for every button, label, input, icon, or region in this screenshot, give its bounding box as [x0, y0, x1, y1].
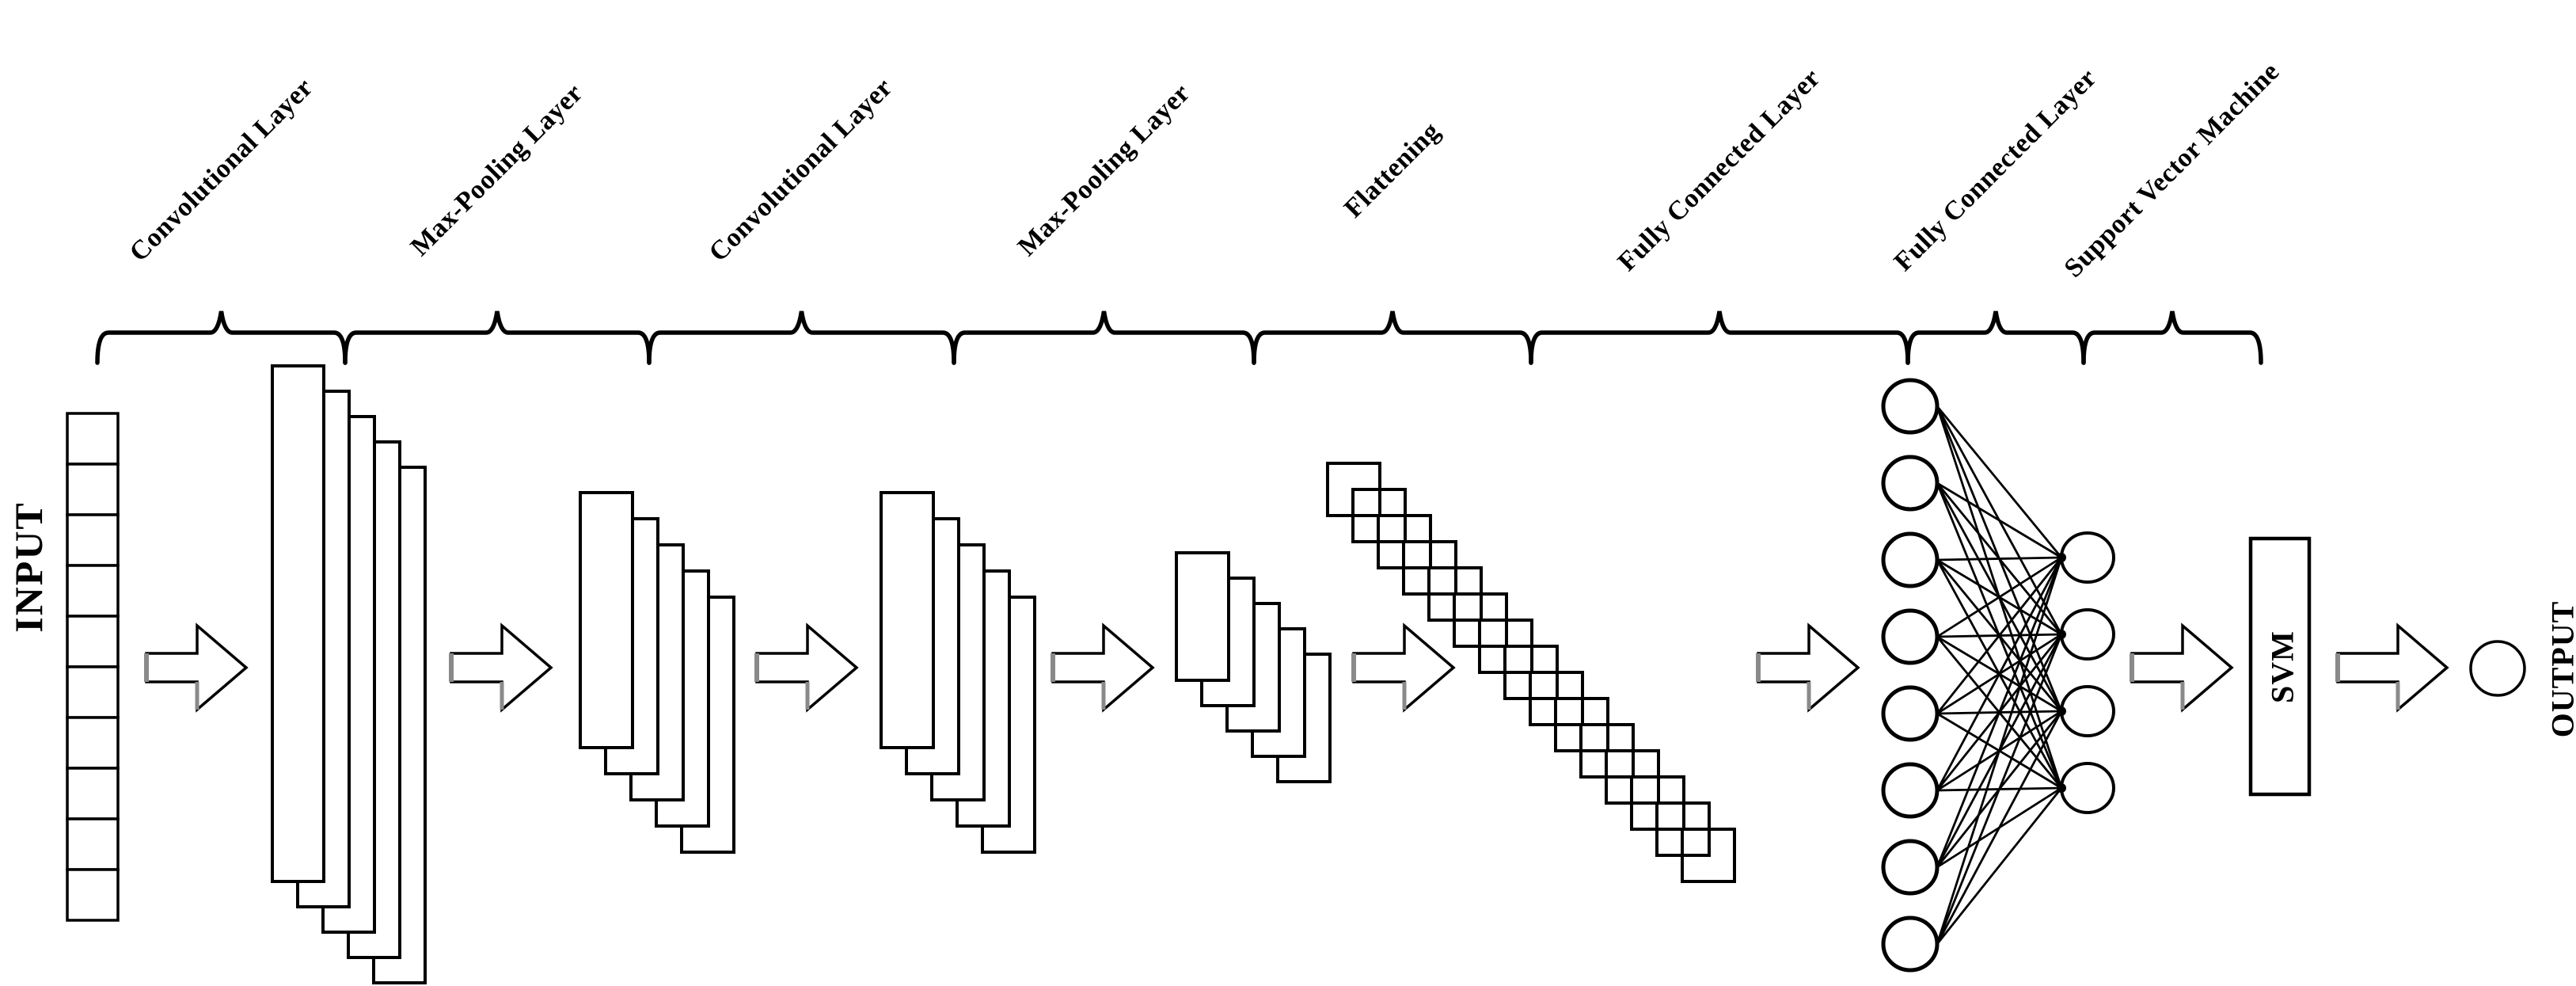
fc1-neuron-7: [1881, 839, 1940, 896]
fc2-neuron-3: [2060, 685, 2115, 737]
flow-arrows: [144, 622, 2449, 713]
fc2-neuron-4: [2060, 762, 2115, 814]
flatten-chain: [1326, 462, 1736, 883]
fc1-neuron-5: [1881, 685, 1940, 742]
arrow-icon-8: [2335, 622, 2449, 713]
fc-junction-dots: [2057, 553, 2066, 793]
input-cell: [66, 564, 120, 618]
pool-stack-2-plate-1: [1175, 551, 1230, 682]
brace-8: [2081, 310, 2263, 365]
output-label: OUTPUT: [2544, 600, 2576, 738]
input-grid: [66, 412, 120, 922]
pool-stack-1: [579, 491, 735, 854]
brace-6: [1529, 310, 1910, 365]
fc1-neuron-8: [1881, 916, 1940, 973]
fc1-neuron-1: [1881, 378, 1940, 435]
input-cell: [66, 716, 120, 770]
conv-stack-2: [880, 491, 1036, 854]
output-node: [2469, 640, 2526, 697]
brace-5: [1252, 310, 1533, 365]
arrow-icon-4: [1051, 622, 1155, 713]
fc1-neuron-2: [1881, 455, 1940, 512]
input-cell: [66, 463, 120, 516]
brace-3: [647, 310, 956, 365]
fc-layer-1-neurons: [1881, 378, 1940, 973]
input-cell: [66, 513, 120, 567]
arrow-icon-6: [1756, 622, 1860, 713]
brace-7: [1905, 310, 2086, 365]
fc-connections: [1936, 405, 2063, 945]
input-cell: [66, 615, 120, 668]
arrow-icon-7: [2130, 622, 2234, 713]
fc2-neuron-1: [2060, 531, 2115, 584]
fc-layer-2-neurons: [2060, 531, 2115, 814]
conv-stack-1: [271, 364, 427, 984]
input-cell: [66, 767, 120, 820]
brace-1: [95, 310, 348, 365]
fc1-neuron-3: [1881, 531, 1940, 588]
stage-braces: [95, 310, 2263, 365]
fc1-neuron-4: [1881, 608, 1940, 665]
arrow-icon-2: [449, 622, 553, 713]
input-cell: [66, 868, 120, 922]
flatten-chain-plate-15: [1681, 828, 1736, 883]
brace-4: [952, 310, 1256, 365]
conv-stack-1-plate-1: [271, 364, 325, 883]
input-cell: [66, 412, 120, 466]
pool-stack-1-plate-1: [579, 491, 634, 749]
input-cell: [66, 665, 120, 719]
input-cell: [66, 817, 120, 871]
input-label: INPUT: [6, 501, 51, 633]
conv-stack-2-plate-1: [880, 491, 935, 749]
svm-box-label: SVM: [2264, 630, 2301, 703]
arrow-icon-5: [1351, 622, 1456, 713]
fc2-neuron-2: [2060, 608, 2115, 661]
arrow-icon-3: [754, 622, 859, 713]
svm-box: [2248, 536, 2312, 797]
fc1-neuron-6: [1881, 762, 1940, 819]
arrow-icon-1: [144, 622, 249, 713]
pool-stack-2: [1175, 551, 1332, 783]
brace-2: [343, 310, 652, 365]
